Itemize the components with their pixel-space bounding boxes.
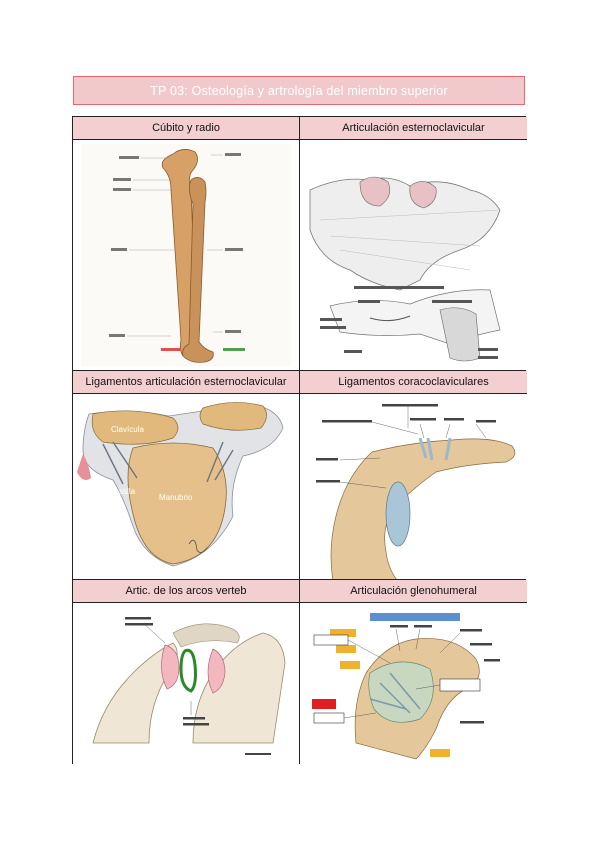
grid-divider (73, 370, 525, 371)
cell-heading: Artic. de los arcos verteb (73, 580, 299, 603)
cell-sternoclavicular-ligaments: Ligamentos articulación esternoclavicula… (73, 371, 299, 579)
clavicle-label: Clavícula (111, 425, 144, 434)
grid-divider (299, 117, 300, 763)
cell-heading: Ligamentos coracoclaviculares (300, 371, 527, 394)
cell-heading: Ligamentos articulación esternoclavicula… (73, 371, 299, 394)
first-rib-label: 1ª costilla (101, 487, 136, 496)
cell-glenohumeral: Articulación glenohumeral (300, 580, 527, 765)
cell-ulna-radius: Cúbito y radio (73, 117, 299, 370)
cell-heading: Articulación esternoclavicular (300, 117, 527, 140)
glenohumeral-figure (300, 603, 527, 765)
figure-grid: Cúbito y radio (72, 116, 527, 765)
forearm-bones-figure (73, 140, 299, 370)
cell-vertebral-arches: Artic. de los arcos verteb (73, 580, 299, 765)
sternoclavicular-ligaments-figure: Clavícula Manubrio 1ª costilla (73, 394, 299, 579)
cell-heading: Articulación glenohumeral (300, 580, 527, 603)
sternoclavicular-sketch-figure (300, 140, 527, 370)
vertebral-arches-figure (73, 603, 299, 765)
coracoclavicular-figure (300, 394, 527, 579)
cell-coracoclavicular: Ligamentos coracoclaviculares (300, 371, 527, 579)
manubrium-label: Manubrio (159, 493, 193, 502)
grid-divider (73, 579, 525, 580)
cell-heading: Cúbito y radio (73, 117, 299, 140)
page-title: TP 03: Osteología y artrología del miemb… (73, 76, 525, 105)
cell-sternoclavicular: Articulación esternoclavicular (300, 117, 527, 370)
